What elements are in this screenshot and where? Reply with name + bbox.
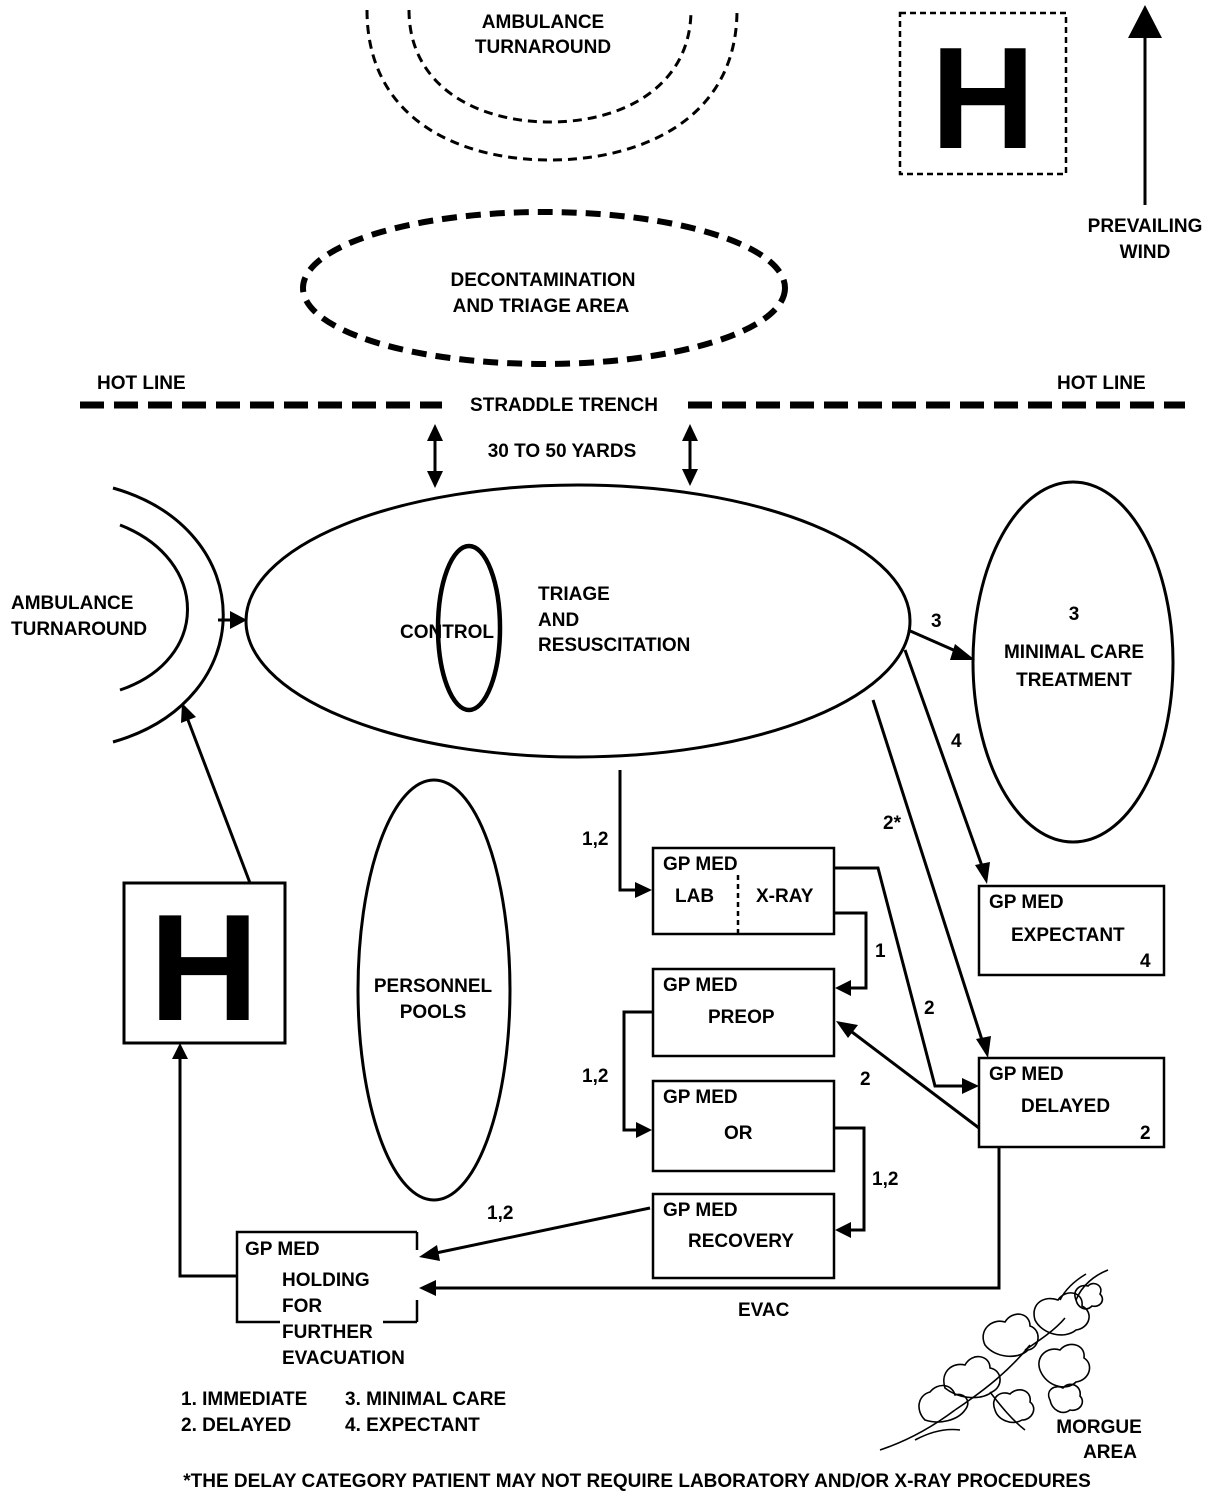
expectant-number: 4: [1140, 951, 1151, 972]
distance-label: 30 TO 50 YARDS: [488, 441, 637, 462]
top-helipad: H: [898, 11, 1068, 179]
lower-helipad: H: [122, 881, 287, 1053]
flow-label-xray-delayed: 2: [924, 998, 935, 1019]
top-turnaround-label-2: TURNAROUND: [475, 37, 611, 58]
or-header: GP MED: [663, 1087, 738, 1108]
side-turnaround-label-2: TURNAROUND: [11, 619, 147, 640]
wind-label-2: WIND: [1120, 242, 1171, 263]
delayed-label: DELAYED: [1021, 1096, 1110, 1117]
delayed-box: GP MED DELAYED 2: [977, 1056, 1166, 1149]
flow-label-delayed-preop: 2: [860, 1069, 871, 1090]
triage-label-2: AND: [538, 610, 579, 631]
triage-label-1: TRIAGE: [538, 584, 610, 605]
side-turnaround-label-1: AMBULANCE: [11, 593, 133, 614]
recovery-header: GP MED: [663, 1200, 738, 1221]
preop-header: GP MED: [663, 975, 738, 996]
side-ambulance-turnaround: AMBULANCE TURNAROUND: [11, 486, 247, 744]
holding-label-1: HOLDING: [282, 1270, 370, 1291]
decon-label-1: DECONTAMINATION: [450, 270, 635, 291]
legend-item-2: 2. DELAYED: [181, 1415, 291, 1436]
holding-label-4: EVACUATION: [282, 1348, 405, 1369]
flow-label-evac: EVAC: [738, 1300, 790, 1321]
morgue-label: MORGUE AREA: [1056, 1417, 1142, 1463]
personnel-pools-label-2: POOLS: [400, 1002, 467, 1023]
morgue-area-drawing: [879, 1269, 1109, 1451]
triage-label-3: RESUSCITATION: [538, 635, 690, 656]
triage-area: CONTROL TRIAGE AND RESUSCITATION: [244, 483, 912, 759]
holding-header: GP MED: [245, 1239, 320, 1260]
straddle-trench-label: STRADDLE TRENCH: [470, 395, 658, 416]
holding-box: GP MED HOLDING FOR FURTHER EVACUATION: [235, 1230, 419, 1369]
lab-xray-header: GP MED: [663, 854, 738, 875]
flow-label-minimal: 3: [931, 611, 942, 632]
legend: 1. IMMEDIATE 2. DELAYED 3. MINIMAL CARE …: [181, 1389, 506, 1436]
decon-label-2: AND TRIAGE AREA: [453, 296, 630, 317]
top-helipad-h: H: [931, 17, 1036, 179]
preop-box: GP MED PREOP: [651, 967, 836, 1058]
expectant-label: EXPECTANT: [1011, 925, 1125, 946]
control-label: CONTROL: [400, 622, 494, 643]
top-turnaround-label-1: AMBULANCE: [482, 12, 604, 33]
morgue-label-1: MORGUE: [1056, 1417, 1142, 1438]
flow-label-or-recovery: 1,2: [872, 1169, 898, 1190]
hot-line: HOT LINE HOT LINE STRADDLE TRENCH 30 TO …: [80, 373, 1185, 488]
minimal-care-label-1: MINIMAL CARE: [1004, 642, 1144, 663]
flow-label-delayed: 2*: [883, 813, 902, 834]
expectant-header: GP MED: [989, 892, 1064, 913]
flow-labels: 3 4 2* 1,2 1 2 2 1,2 1,2 1,2 EVAC: [487, 611, 962, 1321]
minimal-care-area: 3 MINIMAL CARE TREATMENT: [971, 480, 1175, 844]
flow-arrows: [172, 628, 1001, 1296]
prevailing-wind-arrow: PREVAILING WIND: [1088, 5, 1203, 263]
flow-label-xray-preop: 1: [875, 941, 886, 962]
recovery-label: RECOVERY: [688, 1231, 794, 1252]
recovery-box: GP MED RECOVERY: [651, 1192, 836, 1280]
or-box: GP MED OR: [651, 1079, 836, 1173]
top-ambulance-turnaround: AMBULANCE TURNAROUND: [365, 9, 739, 162]
morgue-label-2: AREA: [1083, 1442, 1137, 1463]
footnote: *THE DELAY CATEGORY PATIENT MAY NOT REQU…: [183, 1471, 1091, 1492]
delayed-number: 2: [1140, 1123, 1151, 1144]
flow-label-preop-or: 1,2: [582, 1066, 608, 1087]
expectant-box: GP MED EXPECTANT 4: [977, 884, 1166, 977]
holding-label-2: FOR: [282, 1296, 322, 1317]
or-label: OR: [724, 1123, 753, 1144]
xray-label: X-RAY: [756, 886, 814, 907]
personnel-pools-label-1: PERSONNEL: [374, 976, 493, 997]
preop-label: PREOP: [708, 1007, 775, 1028]
hot-line-right-label: HOT LINE: [1057, 373, 1146, 394]
personnel-pools-area: PERSONNEL POOLS: [356, 778, 512, 1202]
lower-helipad-h: H: [149, 883, 259, 1053]
lab-xray-box: GP MED LAB X-RAY: [651, 846, 836, 936]
lab-label: LAB: [675, 886, 714, 907]
holding-label-3: FURTHER: [282, 1322, 373, 1343]
legend-item-4: 4. EXPECTANT: [345, 1415, 480, 1436]
flow-label-lab: 1,2: [582, 829, 608, 850]
legend-item-3: 3. MINIMAL CARE: [345, 1389, 506, 1410]
hot-line-left-label: HOT LINE: [97, 373, 186, 394]
minimal-care-label-2: TREATMENT: [1016, 670, 1132, 691]
decontamination-area: DECONTAMINATION AND TRIAGE AREA: [300, 209, 788, 367]
wind-label-1: PREVAILING: [1088, 216, 1203, 237]
flow-label-recovery-holding: 1,2: [487, 1203, 513, 1224]
legend-item-1: 1. IMMEDIATE: [181, 1389, 307, 1410]
minimal-care-number: 3: [1069, 604, 1080, 625]
delayed-header: GP MED: [989, 1064, 1064, 1085]
flow-label-expectant: 4: [951, 731, 962, 752]
